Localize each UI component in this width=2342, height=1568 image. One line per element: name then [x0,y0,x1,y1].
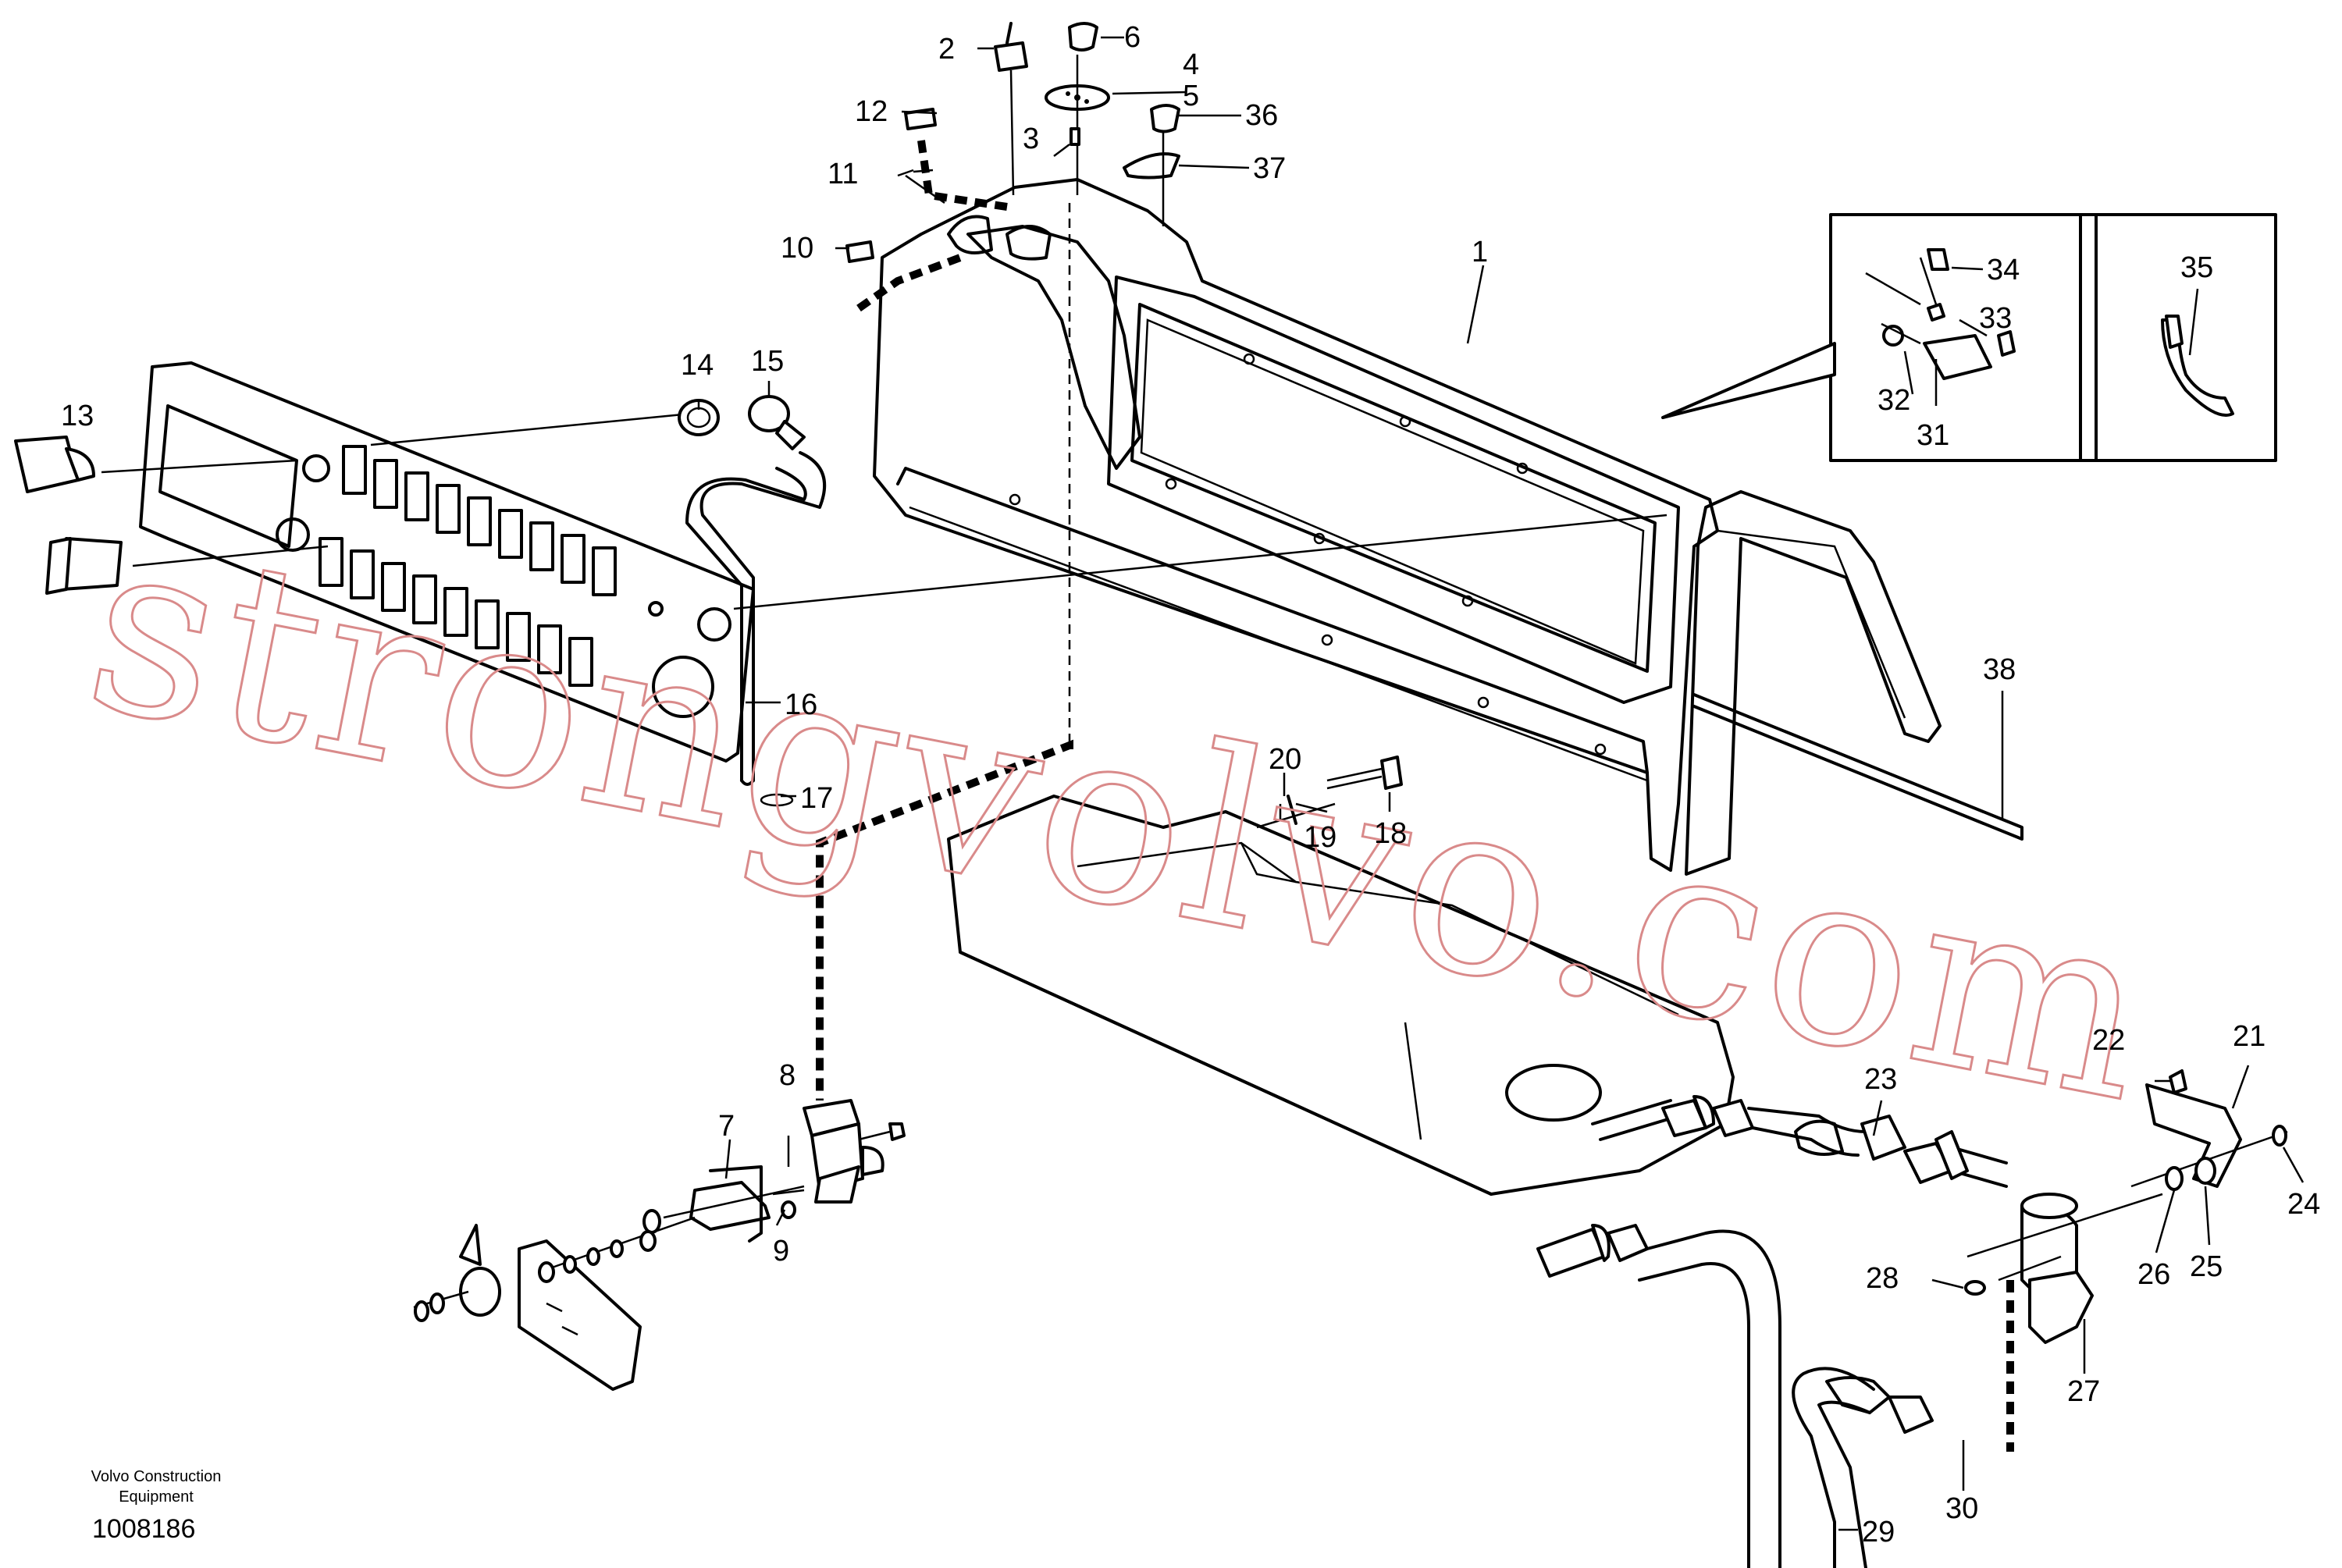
callout-leaders [697,36,2305,1531]
footer-brand-line1: Volvo Construction [91,1468,222,1485]
switch-slots [319,445,617,687]
callout-label-11: 11 [828,158,858,190]
heater-box [947,795,1735,1196]
callout-label-28: 28 [1866,1262,1899,1295]
callout-label-15: 15 [751,345,784,378]
inset-box-strap [2079,213,2277,462]
callout-label-33: 33 [1979,302,2012,335]
figure-number: 1008186 [92,1514,195,1544]
callout-label-5: 5 [1183,80,1199,112]
callout-label-22: 22 [2092,1024,2125,1057]
callout-label-8: 8 [779,1059,795,1092]
callout-label-27: 27 [2067,1375,2100,1408]
footer: Volvo Construction Equipment 1008186 [91,1468,222,1544]
callout-label-1: 1 [1472,236,1488,268]
callout-label-19: 19 [1304,821,1337,854]
callout-label-14: 14 [681,349,714,382]
side-frame [1685,490,2023,876]
callout-label-37: 37 [1253,152,1286,185]
watermark-text: strongvolvo.com [69,482,2173,1157]
callout-label-13: 13 [61,400,94,432]
switch-panel [14,361,1668,807]
callout-label-2: 2 [938,33,955,66]
lower-left-bracket [413,1216,696,1391]
callout-label-24: 24 [2287,1188,2320,1221]
inset-box-connector [1829,213,2098,462]
callout-labels: 1 2 3 4 5 6 7 8 9 10 11 12 13 14 15 16 1… [61,21,2320,1548]
callout-label-34: 34 [1987,254,2020,286]
callout-label-30: 30 [1945,1492,1978,1525]
callout-label-36: 36 [1245,99,1278,132]
inset-callout-arrow [1661,342,1836,419]
inset-boxes [1661,213,2277,462]
callout-label-25: 25 [2190,1250,2223,1283]
callout-label-18: 18 [1374,817,1407,850]
callout-label-26: 26 [2137,1258,2170,1291]
dashed-cable [816,739,1073,1100]
top-components [994,22,1180,226]
bracket-7-8-9 [642,1099,906,1243]
callout-label-20: 20 [1269,743,1301,776]
callout-label-17: 17 [800,782,833,815]
callout-label-35: 35 [2180,251,2213,284]
callout-label-21: 21 [2233,1020,2265,1053]
callout-label-23: 23 [1864,1063,1897,1096]
callout-label-16: 16 [785,688,817,721]
callout-label-29: 29 [1862,1516,1895,1548]
footer-brand-line2: Equipment [119,1488,194,1506]
callout-label-6: 6 [1124,21,1141,54]
callout-label-7: 7 [718,1110,735,1143]
callout-label-31: 31 [1917,419,1949,452]
labels-10-11-12 [845,108,1008,312]
callout-label-9: 9 [773,1235,789,1268]
callout-label-3: 3 [1023,123,1039,155]
sensor-18-20 [1256,756,1403,829]
callout-label-4: 4 [1183,48,1199,81]
hose-system [1536,1069,2288,1568]
callout-label-38: 38 [1983,653,2016,686]
callout-label-32: 32 [1878,384,1910,417]
callout-label-12: 12 [855,95,888,128]
callout-label-10: 10 [781,232,813,265]
